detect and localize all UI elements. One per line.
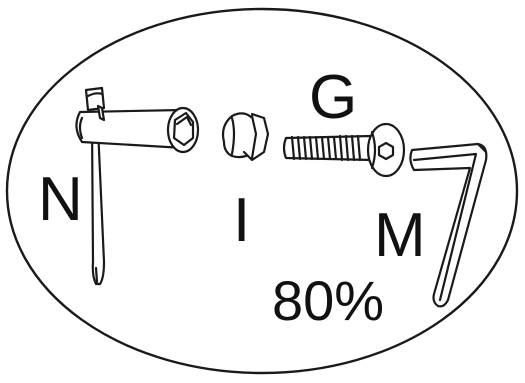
cap-nut-icon <box>223 113 268 160</box>
label-percent: 80% <box>272 269 384 332</box>
label-hex-key: M <box>374 201 426 270</box>
oval-frame <box>7 9 517 373</box>
label-socket-wrench: N <box>38 165 83 234</box>
label-bolt: G <box>309 63 357 132</box>
label-cap-nut: I <box>233 186 250 255</box>
